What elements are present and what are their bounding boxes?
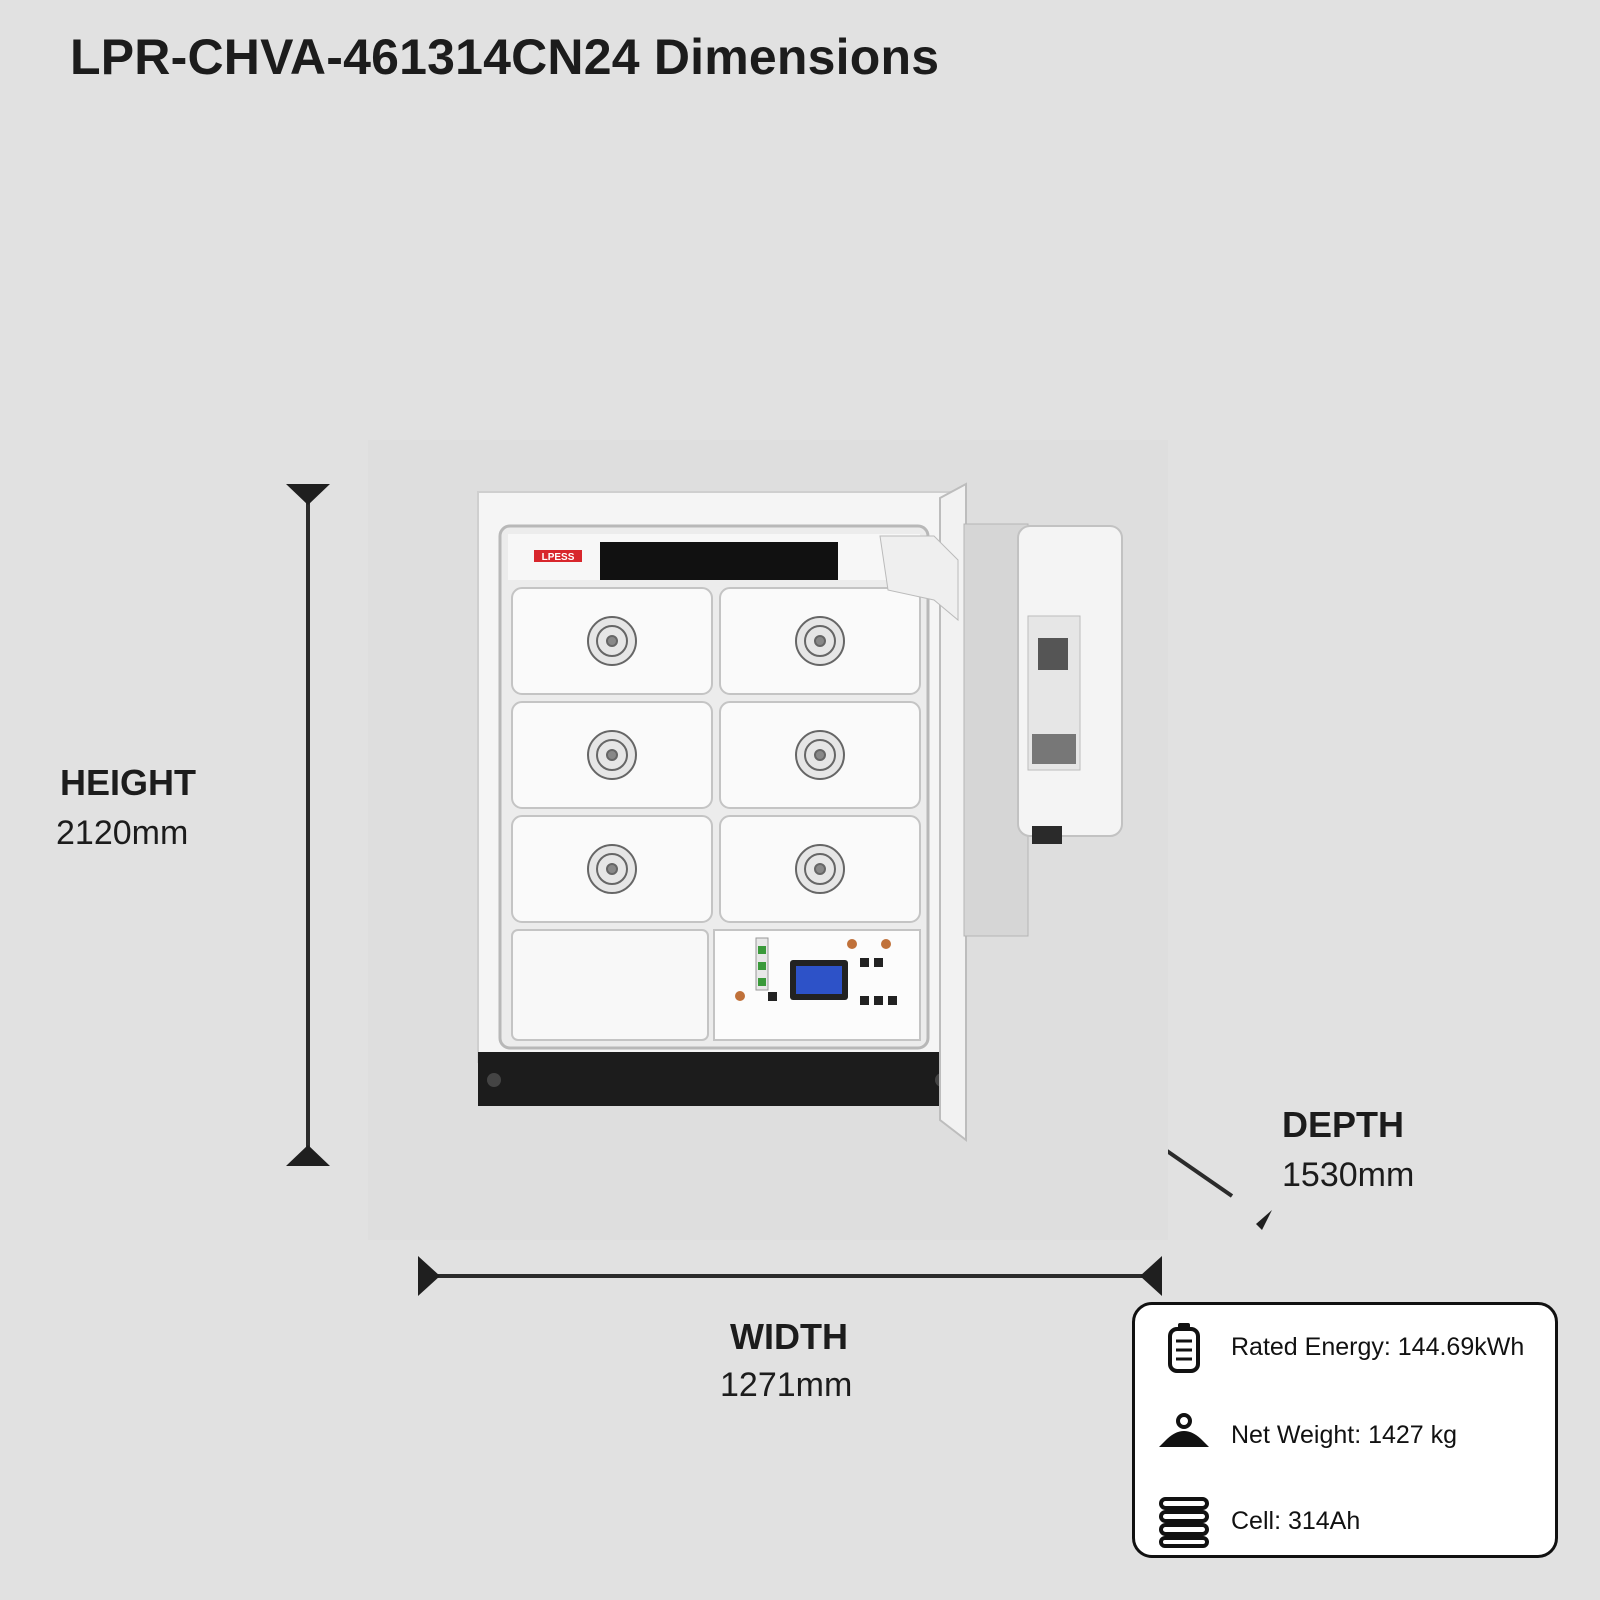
air-conditioner-unit xyxy=(1017,525,1123,844)
depth-label: DEPTH xyxy=(1282,1104,1405,1145)
spec-row-energy: Rated Energy: 144.69kWh xyxy=(1135,1317,1555,1377)
weight-icon xyxy=(1159,1413,1209,1447)
spec-weight-text: Net Weight: 1427 kg xyxy=(1231,1421,1458,1449)
width-label: WIDTH xyxy=(730,1316,848,1357)
depth-value: 1530mm xyxy=(1282,1156,1415,1194)
fan-icons xyxy=(587,616,845,894)
brand-logo: LPESS xyxy=(542,552,575,563)
height-arrow xyxy=(286,484,330,1166)
control-panel xyxy=(713,929,921,1041)
spec-row-cell: Cell: 314Ah xyxy=(1135,1491,1555,1551)
height-label: HEIGHT xyxy=(60,762,197,803)
width-arrow xyxy=(418,1256,1162,1296)
battery-cabinet-image: LPESS xyxy=(368,440,1168,1240)
cell-stack-icon xyxy=(1159,1497,1209,1548)
spec-energy-text: Rated Energy: 144.69kWh xyxy=(1231,1333,1525,1361)
spec-cell-text: Cell: 314Ah xyxy=(1231,1507,1361,1535)
battery-icon xyxy=(1168,1323,1200,1373)
specs-card: Rated Energy: 144.69kWh Net Weight: 1427… xyxy=(1132,1302,1558,1558)
spec-row-weight: Net Weight: 1427 kg xyxy=(1135,1405,1555,1465)
width-value: 1271mm xyxy=(720,1366,853,1404)
height-value: 2120mm xyxy=(56,814,189,852)
page-title: LPR-CHVA-461314CN24 Dimensions xyxy=(70,29,940,85)
